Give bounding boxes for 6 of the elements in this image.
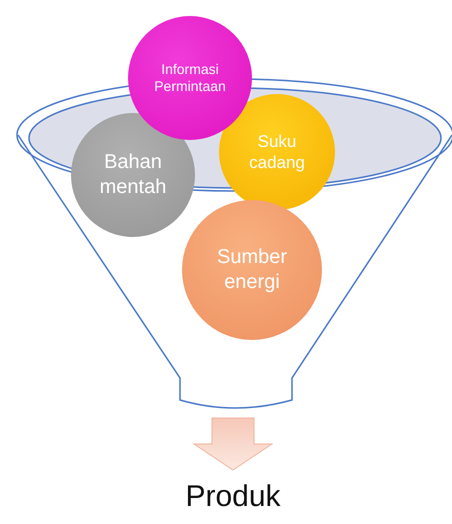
output-label: Produk xyxy=(185,480,281,513)
block-arrow xyxy=(192,418,274,471)
circle-label: Bahan mentah xyxy=(98,150,168,200)
circle-label: Suku cadang xyxy=(248,130,306,174)
circle-label: Sumber energi xyxy=(216,245,288,295)
circle-label: Informasi Permintaan xyxy=(153,60,227,96)
